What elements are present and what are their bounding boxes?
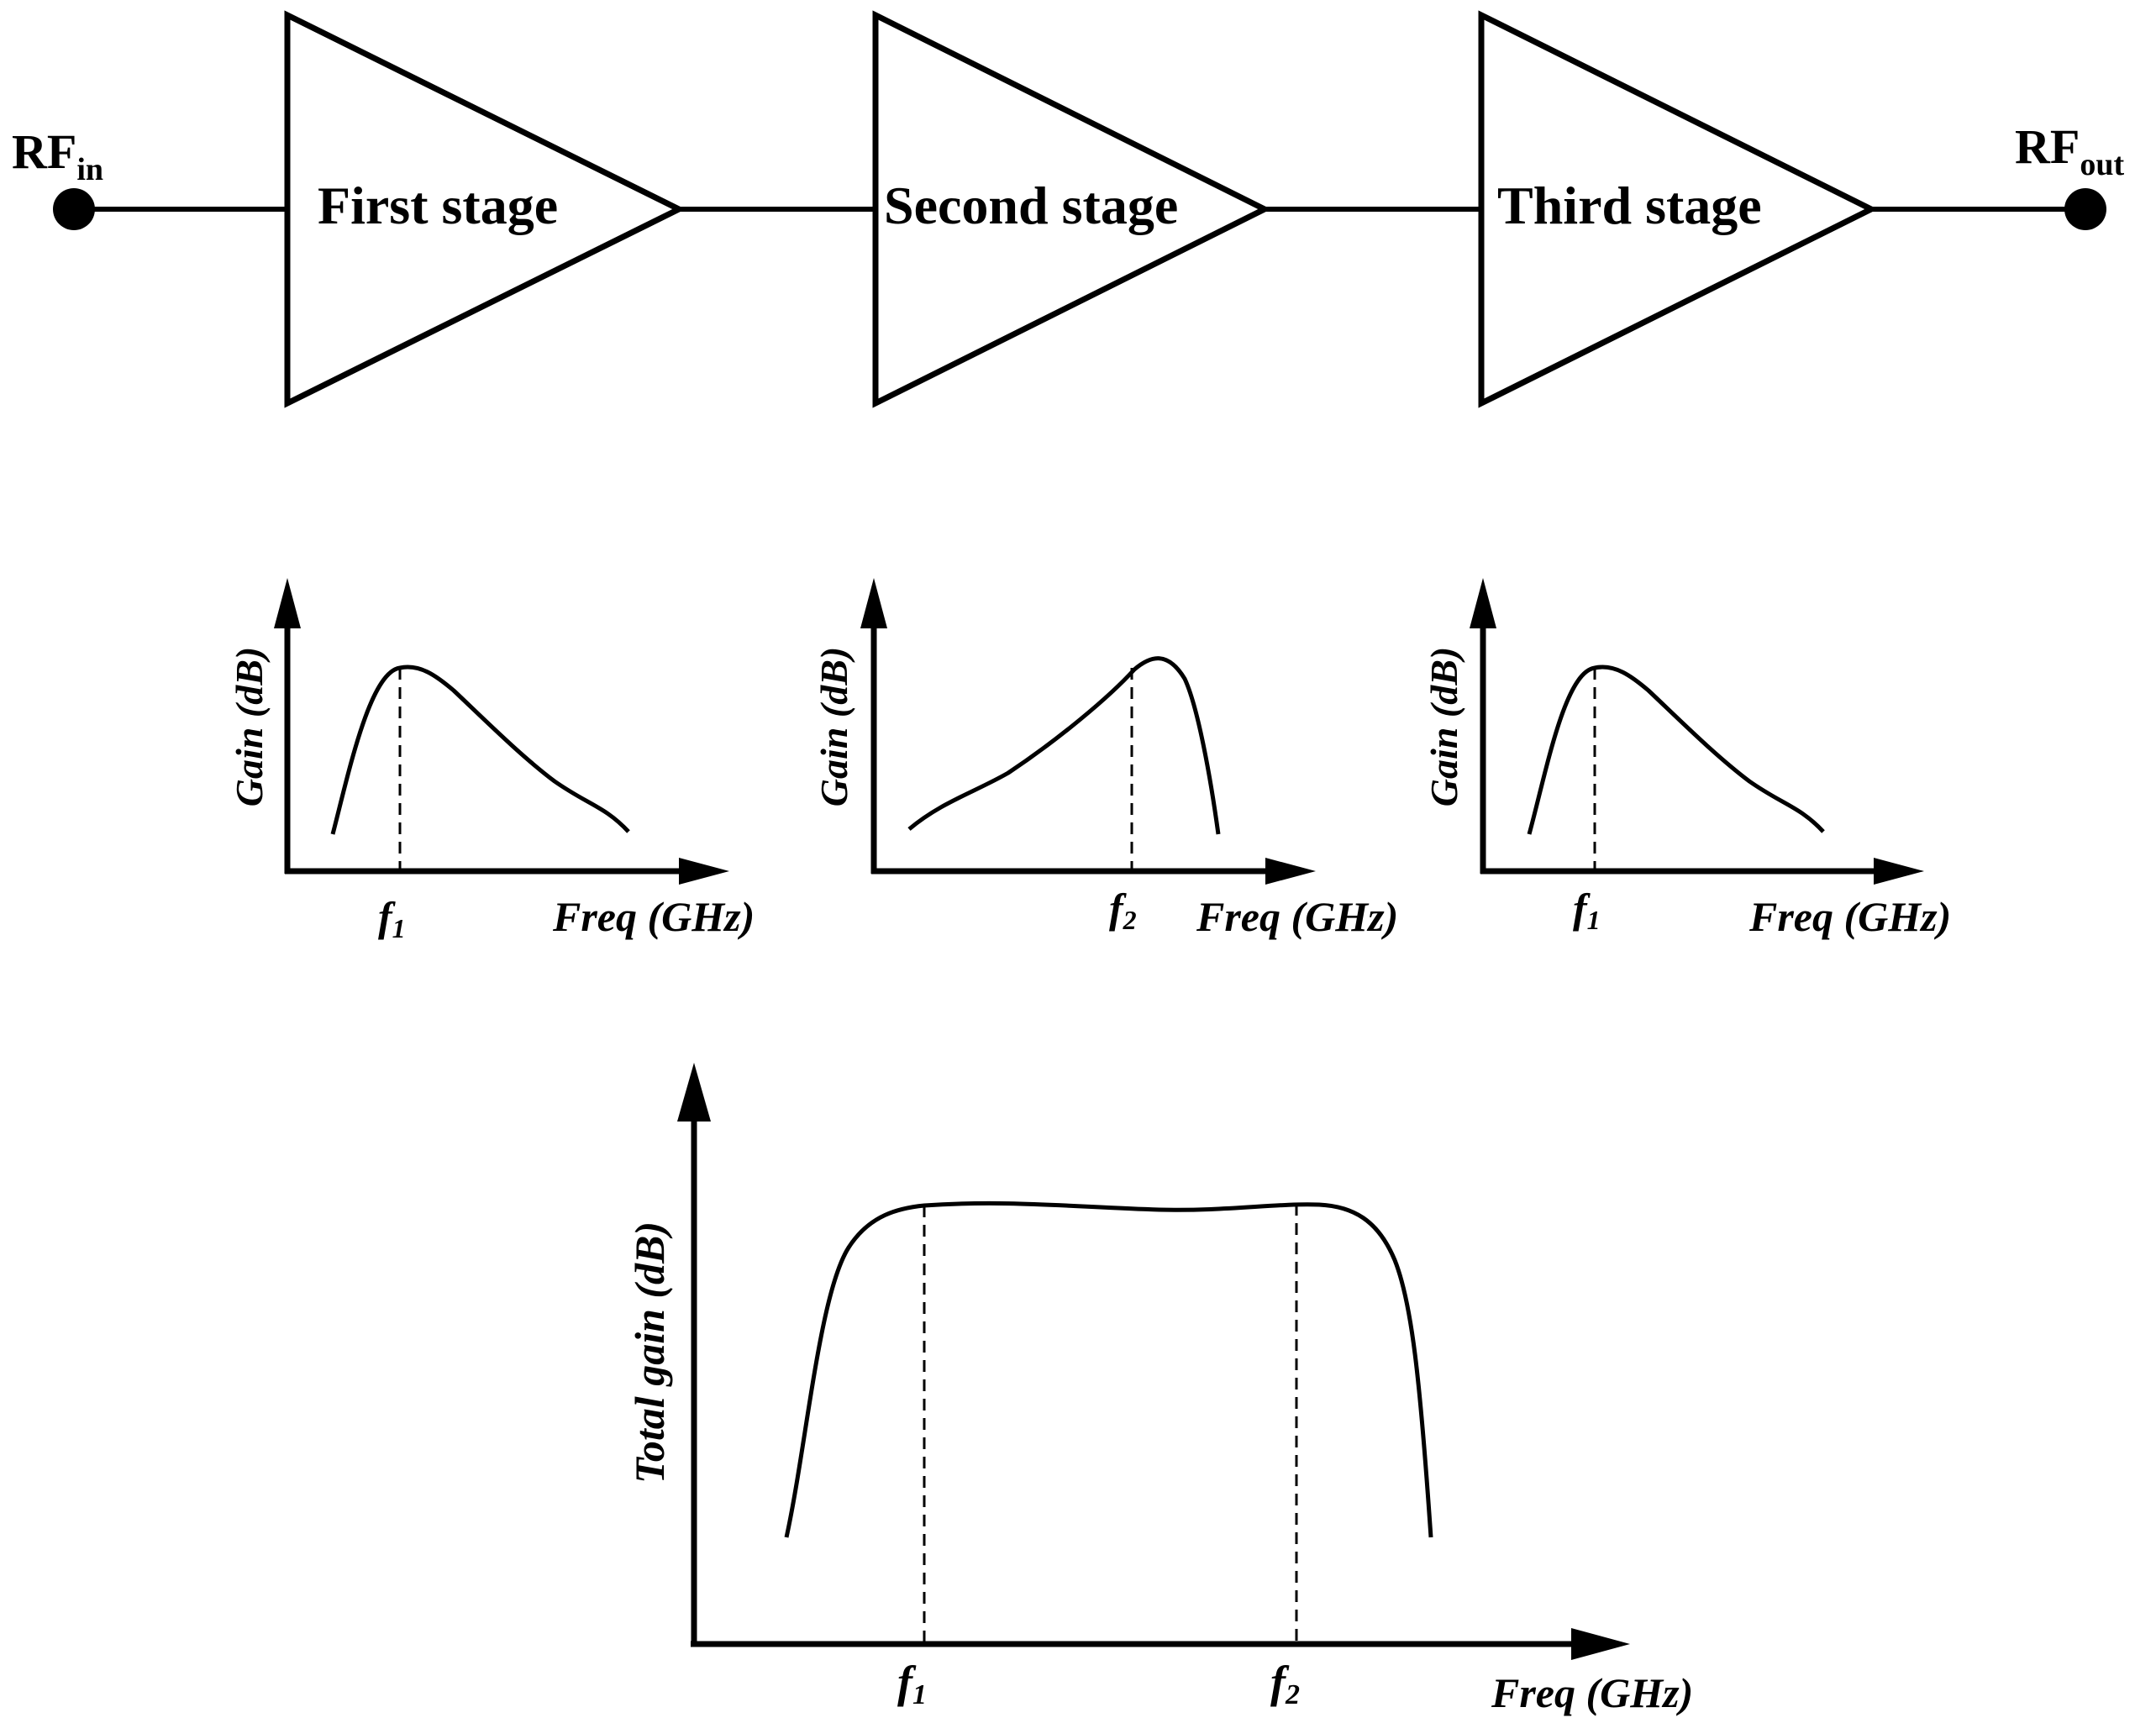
y-axis-label: Gain (dB): [812, 647, 855, 806]
y-axis-label: Total gain (dB): [626, 1221, 673, 1484]
gain-curve: [1527, 665, 1825, 835]
total-gain-plot: Total gain (dB) f1 f2 Freq (GHz): [626, 1063, 1693, 1716]
y-axis-arrowhead: [860, 578, 887, 628]
stage-1-gain-plot: Gain (dB) f1 Freq (GHz): [228, 578, 755, 943]
stage-1-amplifier: [284, 10, 686, 408]
gain-curve: [330, 665, 630, 835]
x-axis-label: Freq (GHz): [1196, 893, 1398, 940]
stage-2-gain-plot: Gain (dB) f2 Freq (GHz): [812, 578, 1398, 940]
y-axis-label: Gain (dB): [228, 647, 271, 806]
f2-marker-label: f2: [1270, 1657, 1300, 1710]
x-axis-arrowhead: [1874, 858, 1924, 885]
x-axis-arrowhead: [1571, 1628, 1630, 1660]
x-axis-arrowhead: [1265, 858, 1316, 885]
output-label: RFout: [2015, 119, 2124, 182]
peak-marker-label: f1: [1573, 885, 1601, 935]
gain-curve: [907, 656, 1221, 835]
x-axis-arrowhead: [679, 858, 729, 885]
x-axis-label: Freq (GHz): [552, 893, 755, 940]
y-axis-arrowhead: [274, 578, 301, 628]
y-axis-arrowhead: [1470, 578, 1496, 628]
y-axis-label: Gain (dB): [1422, 647, 1465, 806]
stage-3-label: Third stage: [1497, 176, 1762, 235]
x-axis-label: Freq (GHz): [1748, 893, 1951, 940]
stage-2-amplifier: [872, 10, 1271, 408]
stage-2-label: Second stage: [884, 176, 1178, 235]
y-axis-arrowhead: [677, 1063, 711, 1122]
input-label: RFin: [12, 124, 103, 187]
stage-1-label: First stage: [318, 176, 558, 235]
x-axis-label: Freq (GHz): [1491, 1669, 1693, 1716]
f1-marker-label: f1: [897, 1657, 927, 1710]
input-terminal: [53, 188, 95, 230]
total-gain-curve: [784, 1200, 1433, 1538]
output-terminal: [2064, 188, 2106, 230]
stage-3-gain-plot: Gain (dB) f1 Freq (GHz): [1422, 578, 1951, 940]
amplifier-chain: RFin RFout First stage Second stage Thir…: [12, 10, 2124, 408]
stage-3-amplifier: [1478, 10, 1878, 408]
peak-marker-label: f2: [1109, 885, 1137, 935]
peak-marker-label: f1: [378, 893, 406, 943]
